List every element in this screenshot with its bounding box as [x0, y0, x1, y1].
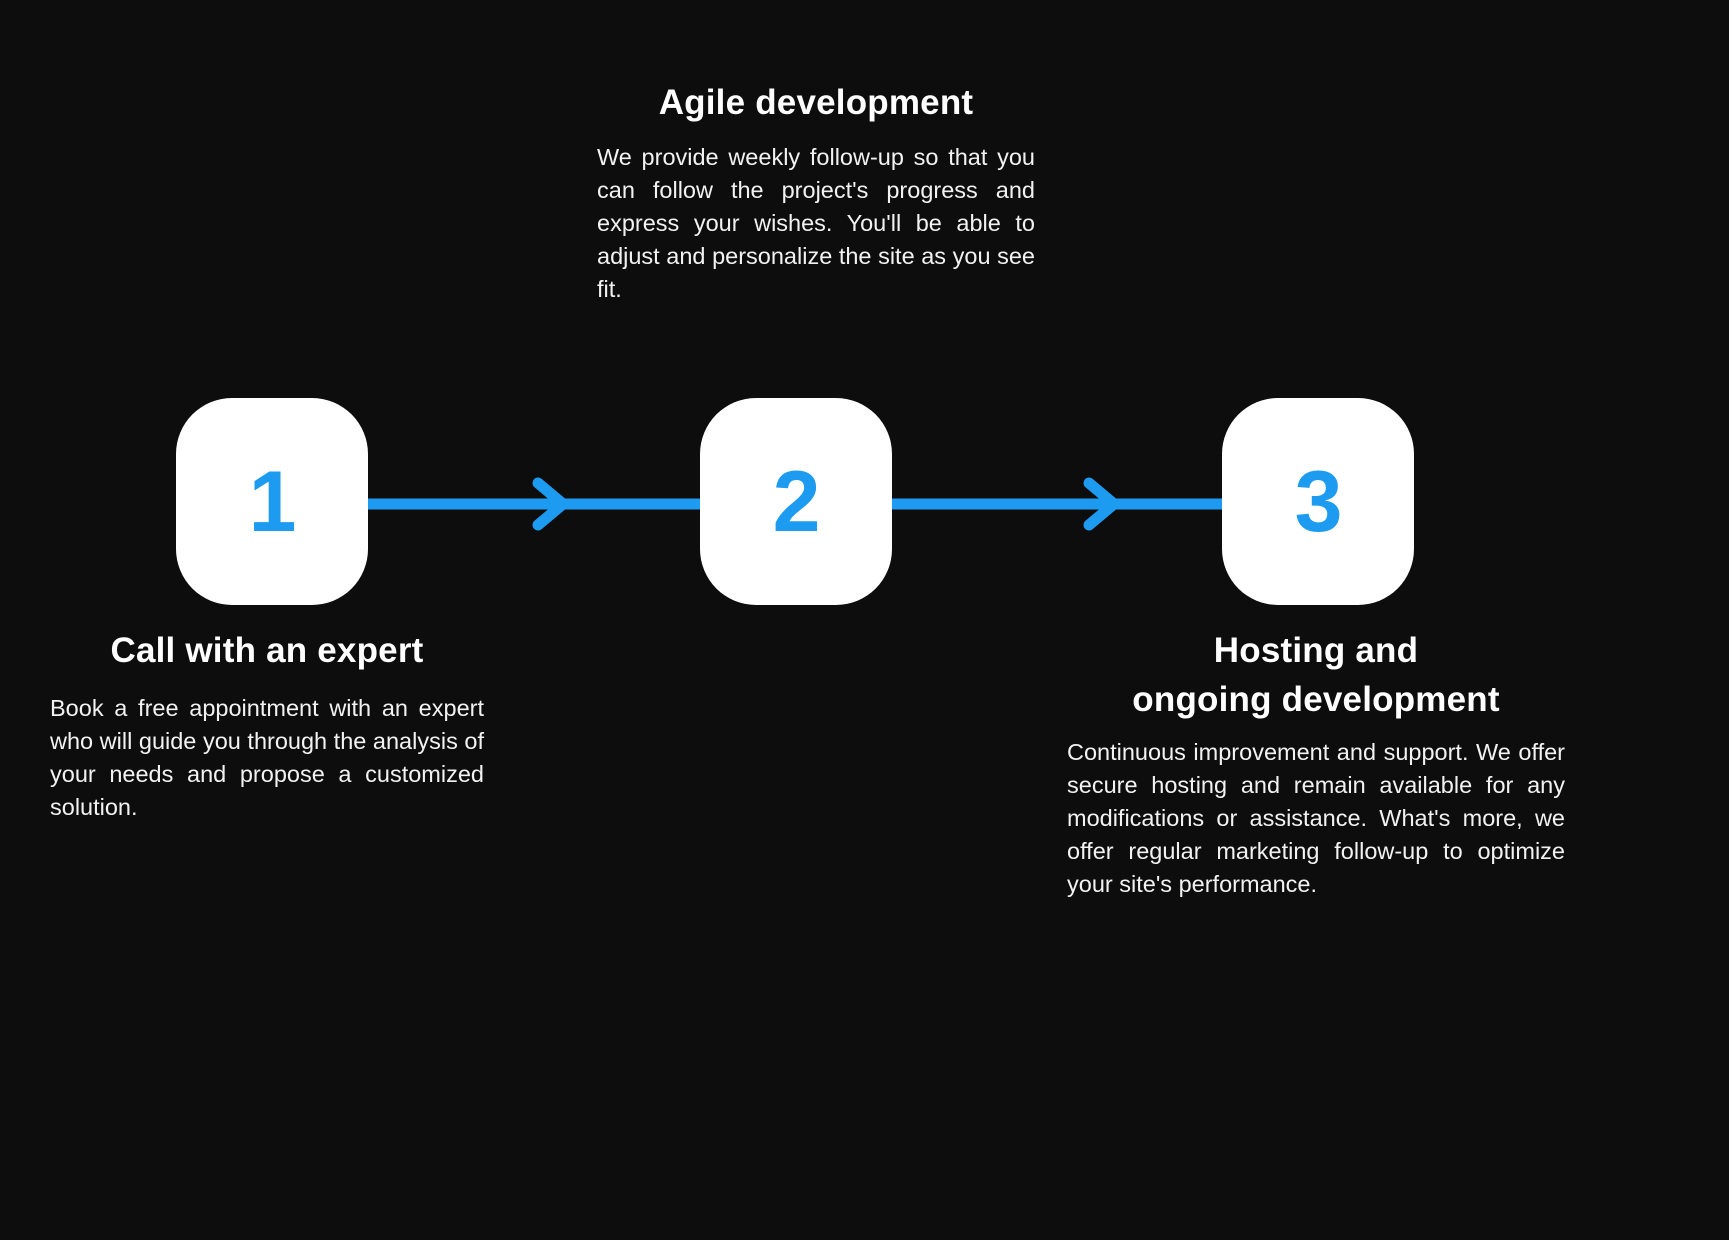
agile-development-heading: Agile development [658, 83, 974, 122]
step-number-2: 2 [772, 453, 821, 550]
hosting-heading-line-2: ongoing development [1132, 680, 1500, 719]
arrow-right-icon [884, 477, 1234, 531]
agile-development-body: We provide weekly follow-up so that you … [597, 144, 1035, 302]
step-2-text-block: Agile development We provide weekly foll… [597, 78, 1035, 306]
connector-2 [884, 477, 1234, 531]
step-box-2[interactable]: 2 [700, 398, 892, 605]
hosting-heading: Hosting and ongoing development [1067, 626, 1565, 724]
step-3-text-block: Hosting and ongoing development Continuo… [1067, 626, 1565, 901]
hosting-heading-line-1: Hosting and [1213, 631, 1419, 670]
step-1-text-block: Call with an expert Book a free appointm… [50, 626, 484, 824]
step-number-1: 1 [248, 453, 297, 550]
connector-1 [360, 477, 712, 531]
step-number-3: 3 [1294, 453, 1343, 550]
hosting-body: Continuous improvement and support. We o… [1067, 739, 1565, 897]
step-box-3[interactable]: 3 [1222, 398, 1414, 605]
call-with-an-expert-body: Book a free appointment with an expert w… [50, 695, 484, 820]
step-box-1[interactable]: 1 [176, 398, 368, 605]
call-with-an-expert-heading: Call with an expert [110, 631, 424, 670]
arrow-right-icon [360, 477, 712, 531]
